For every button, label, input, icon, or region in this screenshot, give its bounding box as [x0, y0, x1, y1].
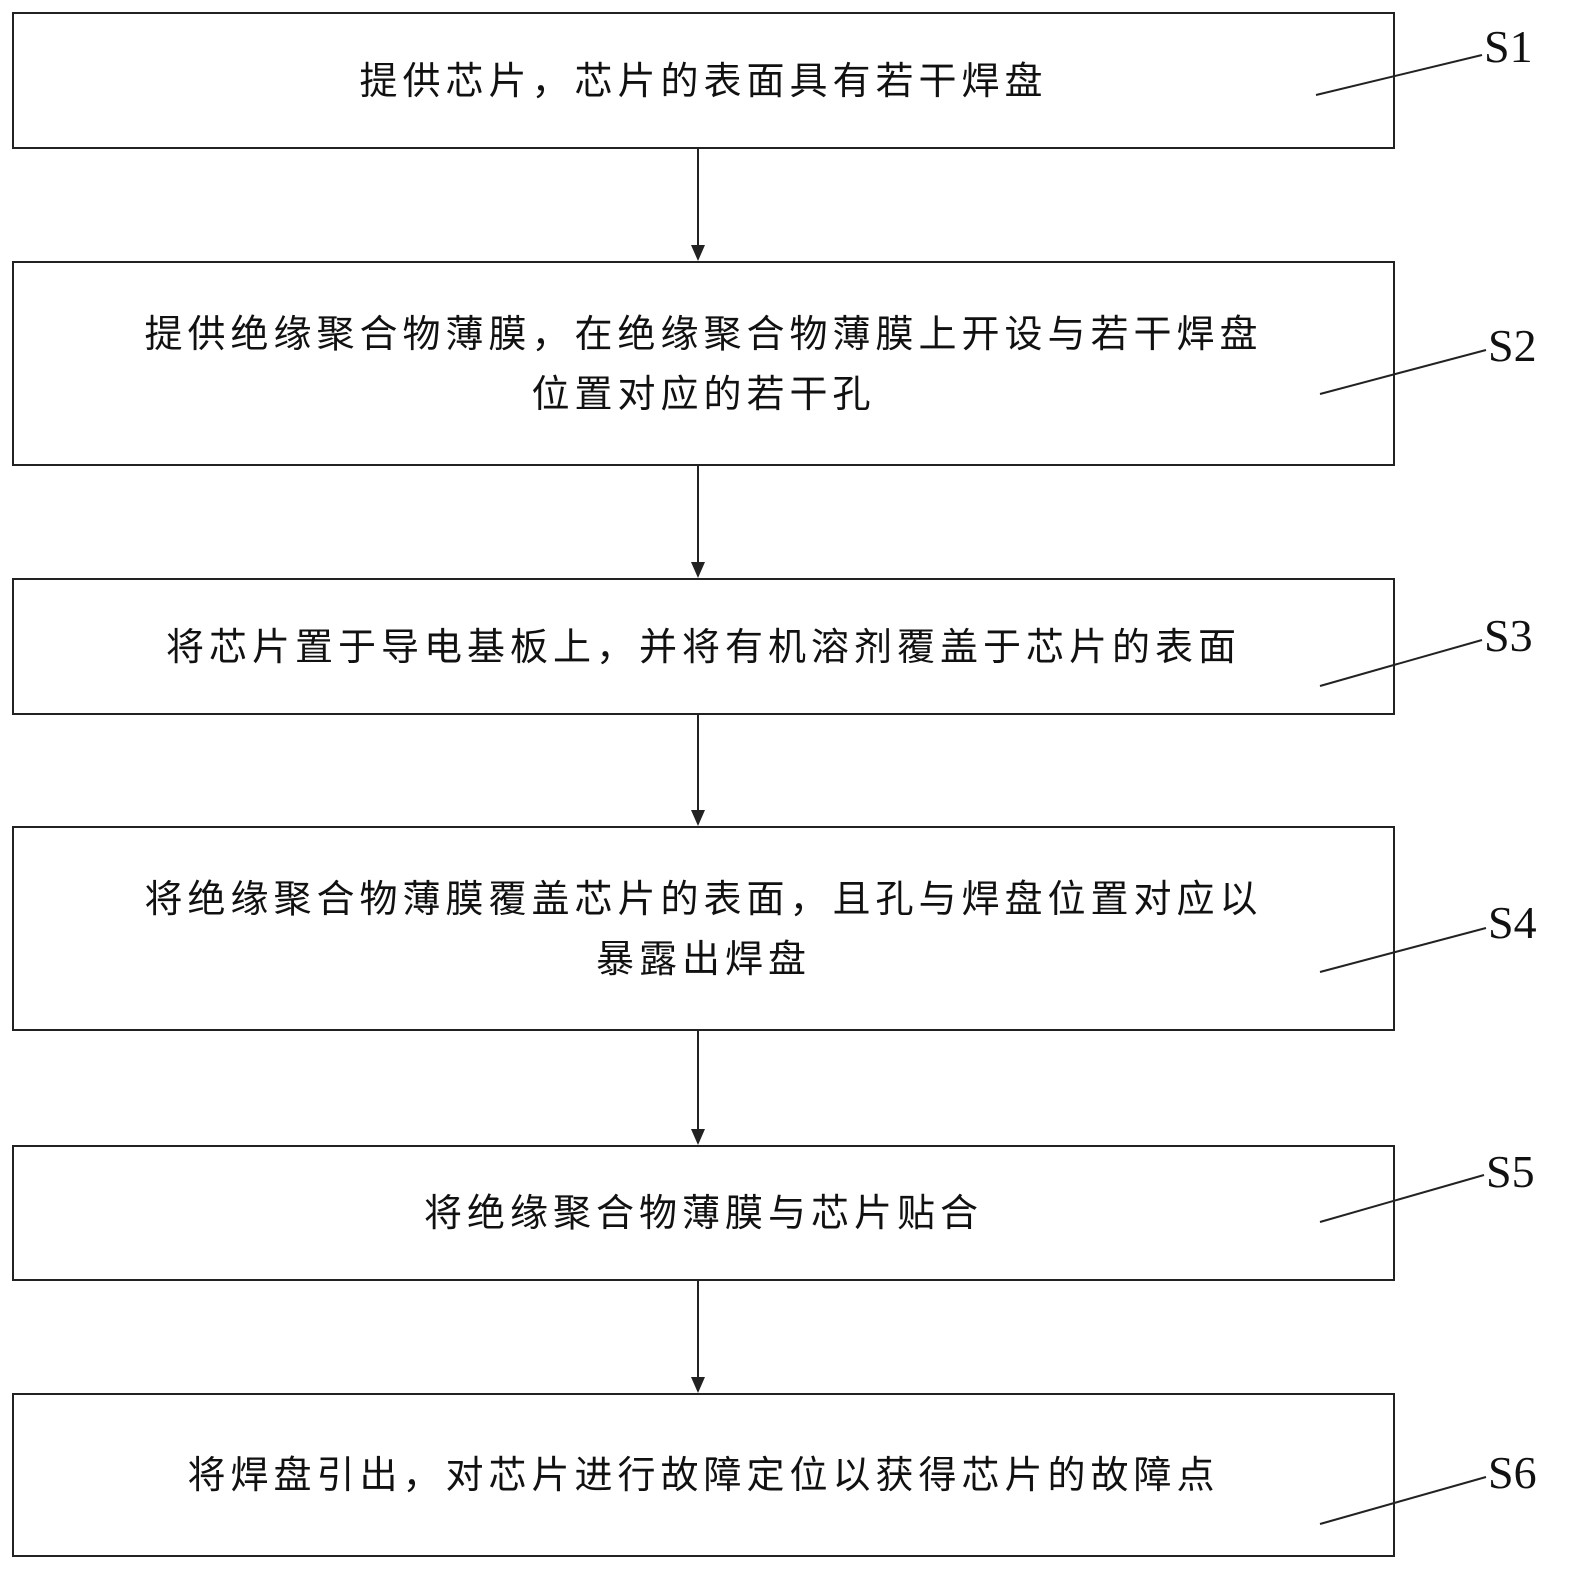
step-text-s6: 将焊盘引出，对芯片进行故障定位以获得芯片的故障点 [187, 1453, 1220, 1497]
step-label-s2: S2 [1488, 320, 1537, 371]
step-text-s2: 提供绝缘聚合物薄膜，在绝缘聚合物薄膜上开设与若干焊盘 位置对应的若干孔 [144, 311, 1263, 416]
step-label-s1: S1 [1484, 21, 1533, 72]
step-box-s4: 将绝缘聚合物薄膜覆盖芯片的表面，且孔与焊盘位置对应以 暴露出焊盘 [12, 826, 1395, 1031]
arrowhead-s2-s3 [691, 562, 705, 578]
step-label-s4: S4 [1488, 897, 1537, 948]
step-box-s1: 提供芯片，芯片的表面具有若干焊盘 [12, 12, 1395, 149]
step-box-s2: 提供绝缘聚合物薄膜，在绝缘聚合物薄膜上开设与若干焊盘 位置对应的若干孔 [12, 261, 1395, 466]
step-box-s3: 将芯片置于导电基板上，并将有机溶剂覆盖于芯片的表面 [12, 578, 1395, 715]
arrowhead-s3-s4 [691, 810, 705, 826]
step-label-s6: S6 [1488, 1447, 1537, 1498]
step-label-s5: S5 [1486, 1146, 1535, 1197]
step-text-s3: 将芯片置于导电基板上，并将有机溶剂覆盖于芯片的表面 [165, 624, 1241, 669]
step-box-s5: 将绝缘聚合物薄膜与芯片贴合 [12, 1145, 1395, 1281]
step-box-s6: 将焊盘引出，对芯片进行故障定位以获得芯片的故障点 [12, 1393, 1395, 1557]
arrowhead-s5-s6 [691, 1377, 705, 1393]
step-text-s5: 将绝缘聚合物薄膜与芯片贴合 [423, 1191, 983, 1235]
step-text-s4: 将绝缘聚合物薄膜覆盖芯片的表面，且孔与焊盘位置对应以 暴露出焊盘 [144, 876, 1263, 981]
arrowhead-s1-s2 [691, 245, 705, 261]
arrowhead-s4-s5 [691, 1129, 705, 1145]
step-text-s1: 提供芯片，芯片的表面具有若干焊盘 [359, 58, 1048, 103]
step-label-s3: S3 [1484, 610, 1533, 661]
